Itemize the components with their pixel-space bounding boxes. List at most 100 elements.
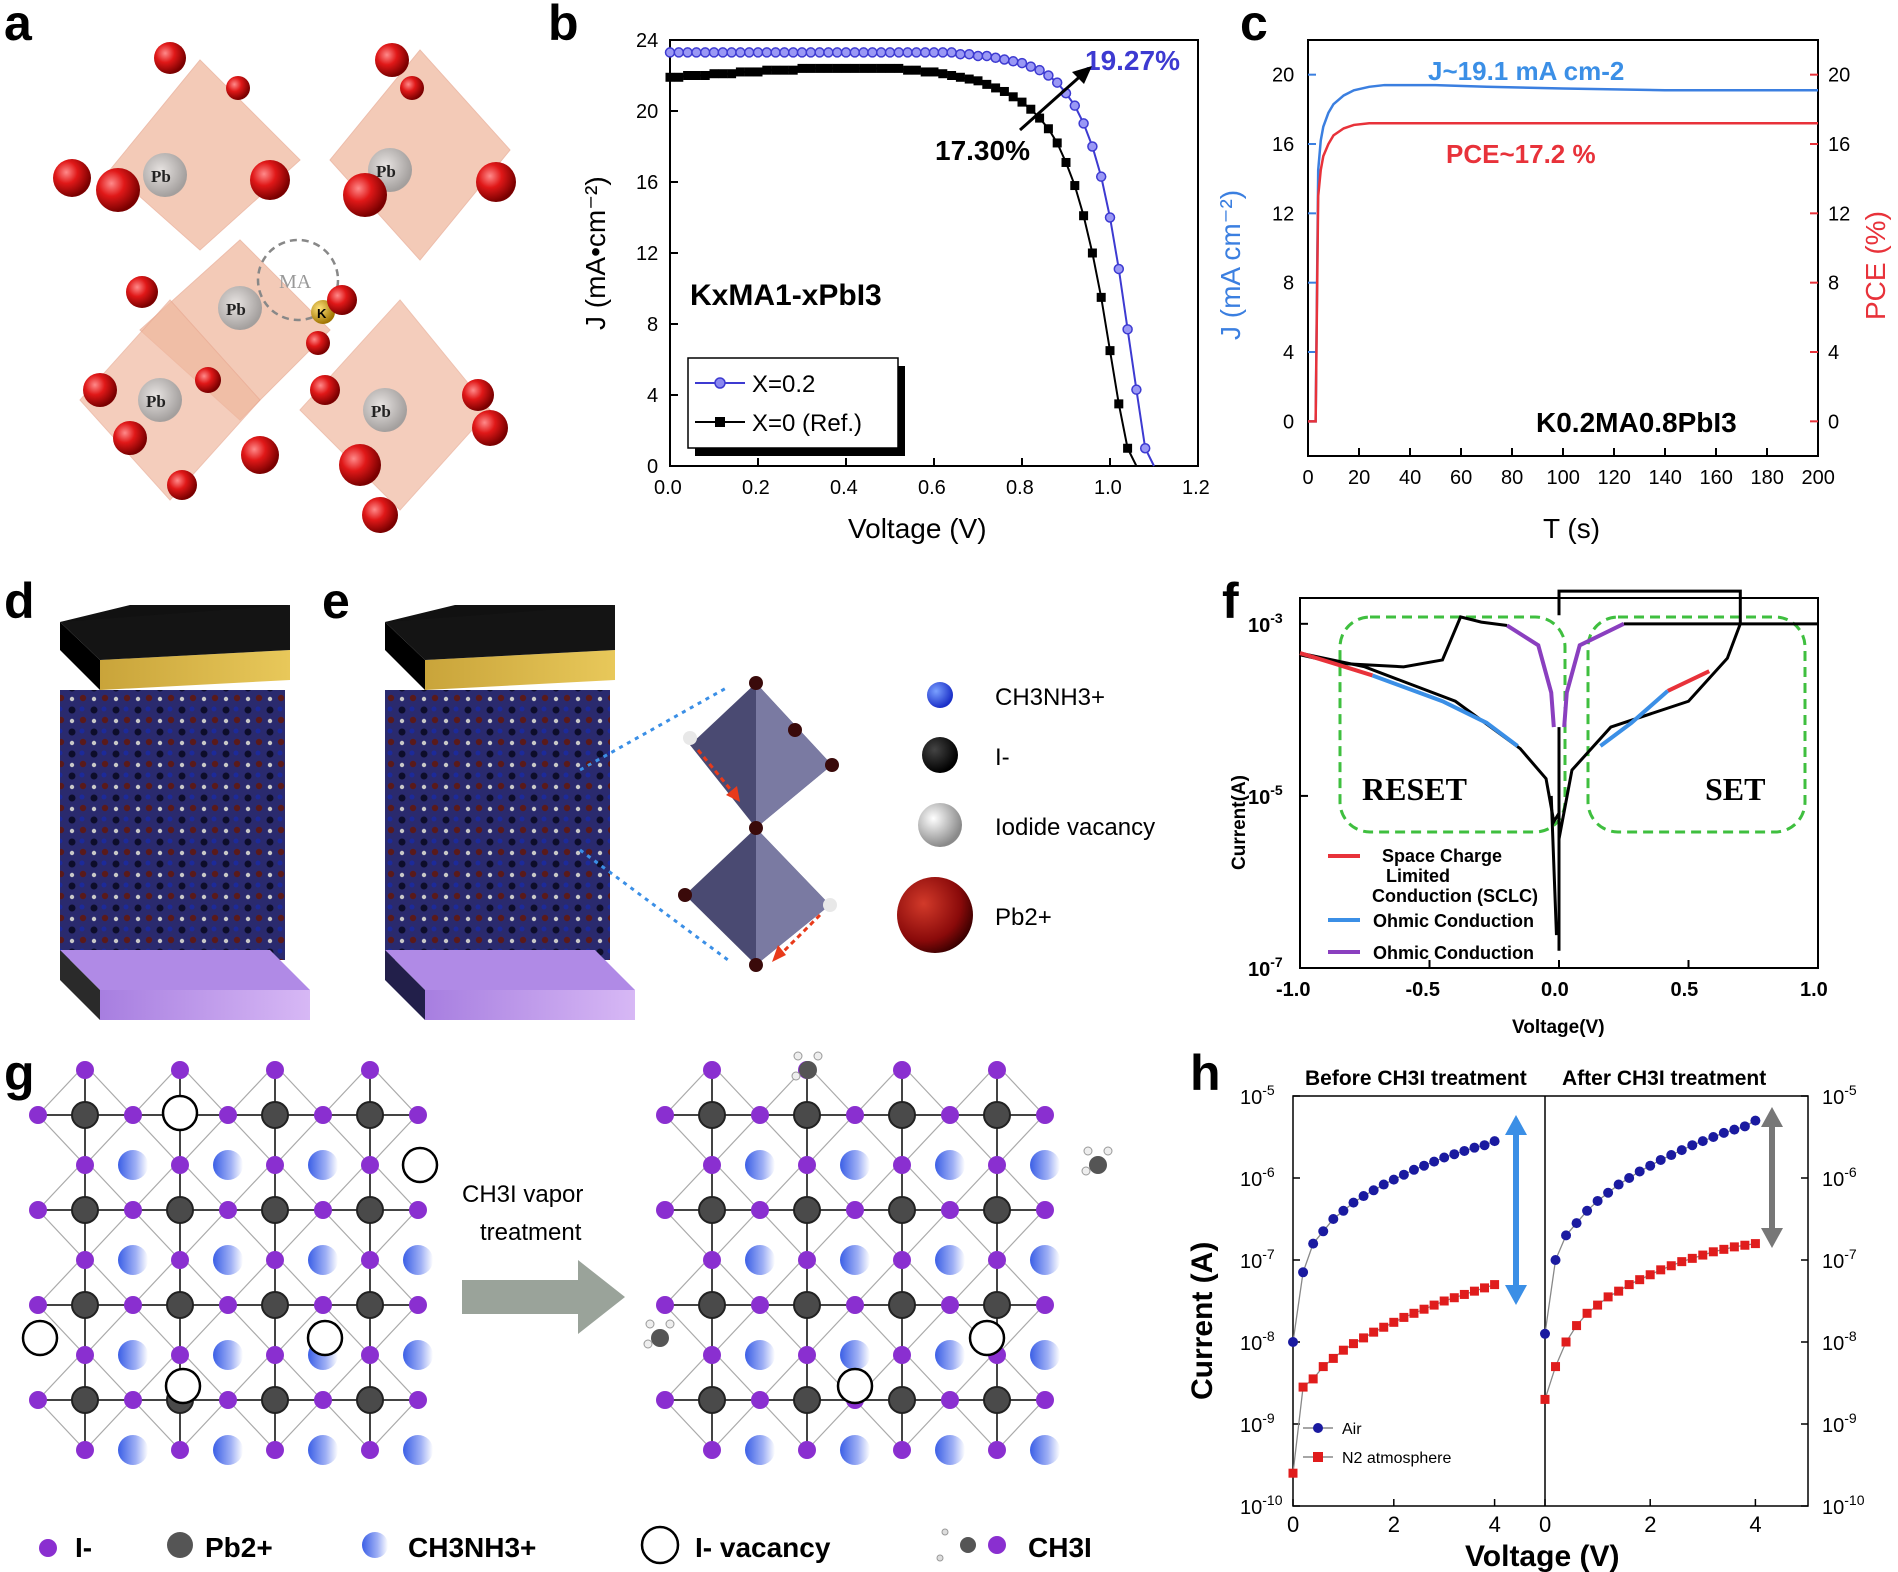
data-point [727, 69, 737, 79]
y-tick-label: 4 [647, 385, 658, 407]
data-point [709, 69, 719, 79]
iodide-ion [988, 1251, 1006, 1269]
data-point [911, 47, 922, 58]
x-tick-label: 60 [1450, 467, 1472, 489]
iodide-atom [96, 168, 140, 212]
data-point [1087, 141, 1098, 152]
pb-ion [166, 1196, 194, 1224]
y-tick-label: 10-7 [1240, 1246, 1275, 1273]
data-point [779, 47, 790, 58]
iodide-ion [1036, 1296, 1054, 1314]
iodide-ion [76, 1061, 94, 1079]
annotation-pce: PCE~17.2 % [1446, 139, 1596, 169]
pb-ion [793, 1291, 821, 1319]
pb-ion [888, 1196, 916, 1224]
x-tick-label: 200 [1802, 467, 1835, 489]
iodide-atom [476, 162, 516, 202]
iodide-ion [314, 1201, 332, 1219]
x-axis-title: Voltage(V) [1512, 1017, 1605, 1038]
data-point [1645, 1270, 1655, 1280]
data-point [1708, 1132, 1719, 1142]
data-point [972, 50, 984, 62]
top-electrode [60, 622, 100, 690]
data-point [770, 47, 781, 58]
data-point [840, 47, 852, 58]
data-point [1007, 56, 1019, 67]
iodide-ion [1036, 1201, 1054, 1219]
iodide-ion [361, 1346, 379, 1364]
ch3nh3-cation [213, 1435, 243, 1465]
data-point [1061, 157, 1071, 167]
data-point [683, 71, 693, 80]
iodide-vacancy [836, 1367, 874, 1405]
pb-ion [356, 1101, 384, 1129]
pb-atom [218, 286, 262, 330]
pb-label: Pb [226, 300, 246, 319]
y-axis-title: J (mA•cm⁻²) [580, 176, 611, 330]
data-point [1359, 1333, 1369, 1343]
panel-label-g: g [4, 1045, 35, 1101]
legend-iodide: I- [995, 744, 1010, 771]
bottom-electrode [60, 950, 100, 1020]
legend-ch3nh3: CH3NH3+ [995, 684, 1105, 711]
y-tick-label-right: 10-9 [1822, 1410, 1857, 1437]
data-point [1490, 1280, 1500, 1290]
y-tick-label: 0 [1283, 411, 1294, 433]
x-tick-label: 0.4 [830, 477, 858, 499]
iodide-ion [846, 1296, 864, 1314]
iodide-ion [656, 1106, 674, 1124]
ch3nh3-cation [213, 1340, 243, 1370]
legend-g-ch3i: CH3I [1028, 1532, 1092, 1563]
y-tick-label: 4 [1283, 342, 1294, 364]
data-point [1079, 211, 1089, 221]
top-electrode [385, 622, 425, 690]
data-point [893, 47, 905, 58]
pb-ion [888, 1101, 916, 1129]
panel-label-h: h [1190, 1045, 1221, 1101]
data-point [1540, 1394, 1550, 1404]
data-point [1408, 1164, 1419, 1175]
legend-g-pb: Pb2+ [205, 1532, 273, 1563]
iodide-ion [171, 1346, 189, 1364]
set-region [1586, 615, 1807, 834]
data-point [1739, 1121, 1750, 1132]
data-point [1439, 1296, 1449, 1306]
data-point [885, 63, 895, 73]
y-tick-label: 16 [1272, 134, 1294, 156]
data-point [1540, 1328, 1550, 1339]
data-point [1687, 1253, 1697, 1263]
ch3nh3-cation [840, 1150, 870, 1180]
legend-item-x02: X=0.2 [752, 371, 815, 398]
data-point [823, 63, 833, 73]
data-point [938, 69, 948, 79]
y-tick-label: 24 [636, 30, 658, 52]
data-point [1571, 1218, 1582, 1229]
y-tick-label: 0 [647, 456, 658, 478]
data-point [876, 63, 886, 73]
iodide-ion [893, 1441, 911, 1459]
data-point [1096, 292, 1106, 302]
y-tick-label-right: 16 [1828, 134, 1850, 156]
legend-pb: Pb2+ [995, 904, 1052, 931]
ch3nh3-cation [745, 1150, 775, 1180]
y-tick-label: 8 [1283, 273, 1294, 295]
iodide-ion [703, 1441, 721, 1459]
data-point [1666, 1261, 1676, 1271]
y-tick-label-right: 20 [1828, 65, 1850, 87]
bottom-electrode [385, 950, 635, 990]
data-point [1123, 443, 1133, 453]
iodide-ion [751, 1296, 769, 1314]
data-point [1095, 171, 1107, 182]
data-point [1740, 1240, 1750, 1250]
iodide-atom [678, 888, 692, 902]
data-point [1358, 1191, 1369, 1202]
iodide-atom [154, 42, 186, 74]
x-tick-label: -0.5 [1406, 979, 1440, 1001]
x-tick-label: -1.0 [1276, 979, 1310, 1001]
pb-ion [888, 1386, 916, 1414]
pb-ion [793, 1196, 821, 1224]
data-point [1635, 1275, 1645, 1285]
data-point [1308, 1238, 1319, 1249]
